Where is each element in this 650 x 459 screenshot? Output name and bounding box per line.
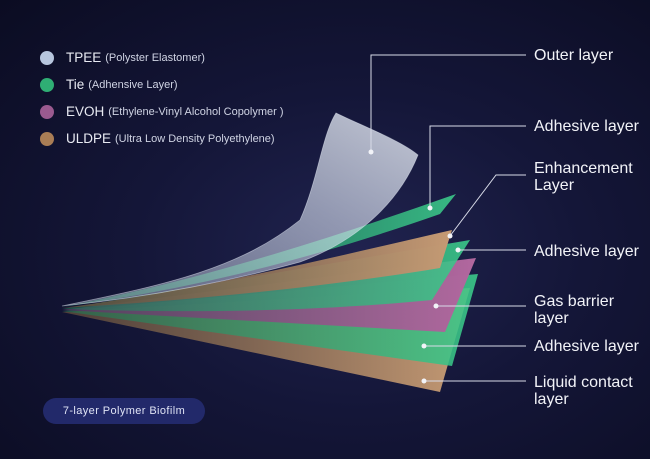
legend-swatch-evoh	[40, 104, 54, 119]
label-adhesive-layer-3: Adhesive layer	[534, 338, 639, 355]
legend-item-tie: Tie (Adhensive Layer)	[40, 71, 284, 98]
legend-abbr: Tie	[66, 77, 85, 92]
leader-enhancement	[449, 174, 526, 237]
label-gas-barrier-2: layer	[534, 310, 569, 327]
leader-adhesive-1	[429, 125, 526, 208]
label-outer-layer: Outer layer	[534, 47, 614, 64]
legend-desc: (Adhensive Layer)	[88, 78, 178, 91]
legend-swatch-tpee	[40, 50, 54, 65]
legend-swatch-tie	[40, 77, 54, 92]
legend-desc: (Ethylene-Vinyl Alcohol Copolymer )	[108, 105, 284, 118]
label-adhesive-layer-1: Adhesive layer	[534, 118, 639, 135]
leader-dot	[368, 149, 374, 155]
label-enhancement-1: Enhancement	[534, 160, 633, 177]
label-enhancement-2: Layer	[534, 177, 575, 194]
label-liquid-contact-1: Liquid contact	[534, 374, 633, 391]
legend-desc: (Ultra Low Density Polyethylene)	[115, 132, 275, 145]
leader-dot	[455, 247, 461, 253]
legend-desc: (Polyster Elastomer)	[105, 51, 205, 64]
label-adhesive-layer-2: Adhesive layer	[534, 243, 639, 260]
leader-dot	[421, 343, 427, 349]
legend-abbr: ULDPE	[66, 131, 112, 146]
label-gas-barrier-1: Gas barrier	[534, 293, 615, 310]
leader-dot	[427, 205, 433, 211]
legend-abbr: TPEE	[66, 50, 102, 65]
leader-dot	[421, 378, 427, 384]
layer-enhancement	[62, 230, 452, 308]
label-liquid-contact-2: layer	[534, 391, 569, 408]
layer-outer	[61, 112, 419, 307]
legend-item-tpee: TPEE (Polyster Elastomer)	[40, 44, 284, 71]
leader-outer	[370, 54, 526, 152]
legend-swatch-uldpe	[40, 131, 54, 146]
legend: TPEE (Polyster Elastomer) Tie (Adhensive…	[40, 44, 284, 152]
leader-dot	[447, 233, 453, 239]
legend-abbr: EVOH	[66, 104, 105, 119]
legend-item-evoh: EVOH (Ethylene-Vinyl Alcohol Copolymer )	[40, 98, 284, 125]
biofilm-badge: 7-layer Polymer Biofilm	[43, 398, 205, 424]
leader-dot	[433, 303, 439, 309]
legend-item-uldpe: ULDPE (Ultra Low Density Polyethylene)	[40, 125, 284, 152]
